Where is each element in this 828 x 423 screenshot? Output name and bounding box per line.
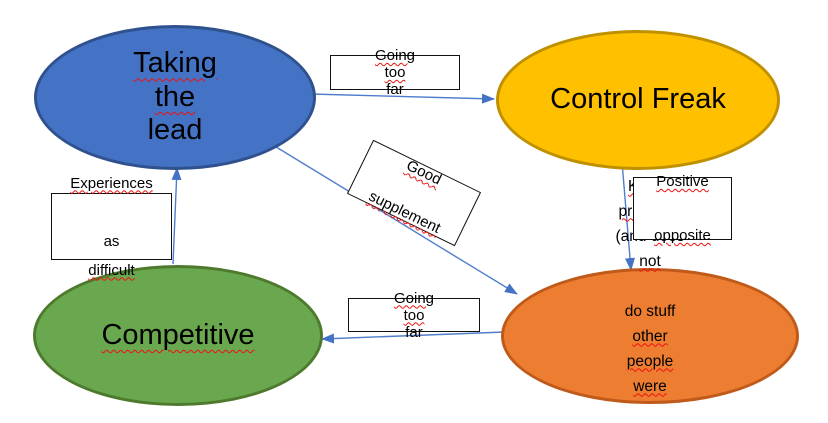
misspelled-word: too <box>384 64 406 81</box>
misspelled-word: other <box>632 327 668 345</box>
arrow-control-freak-to-keeps-promises <box>621 161 635 271</box>
misspelled-word: Positive <box>656 173 709 190</box>
arrow-competitive-to-taking-lead <box>171 167 182 265</box>
misspelled-word: Going <box>393 289 435 307</box>
misspelled-word: Going <box>374 47 416 64</box>
node-control-freak: Control Freak <box>496 30 780 170</box>
misspelled-word: not <box>639 252 661 270</box>
edge-label-going-too-far-top: Going too far <box>330 47 460 98</box>
misspelled-word: people <box>626 352 674 370</box>
misspelled-word: Competitive <box>101 318 255 351</box>
misspelled-word: the <box>154 80 196 113</box>
edge-label-going-too-far-bottom: Going too far <box>348 290 480 341</box>
misspelled-word: were <box>633 377 667 395</box>
node-competitive: Competitive <box>33 265 323 406</box>
arrow-taking-lead-to-keeps-promises <box>267 141 518 295</box>
misspelled-word: Taking <box>133 47 217 80</box>
misspelled-word: too <box>403 306 425 324</box>
misspelled-word: difficult <box>88 261 135 279</box>
edge-label-positive-opposite: Positive opposite <box>633 173 732 244</box>
misspelled-word: Experiences <box>70 174 153 192</box>
arrow-taking-lead-to-control-freak <box>309 93 495 104</box>
misspelled-word: opposite <box>654 227 711 244</box>
arrow-keeps-promises-to-competitive <box>321 331 506 344</box>
node-taking-the-lead: Taking the lead <box>34 25 316 170</box>
